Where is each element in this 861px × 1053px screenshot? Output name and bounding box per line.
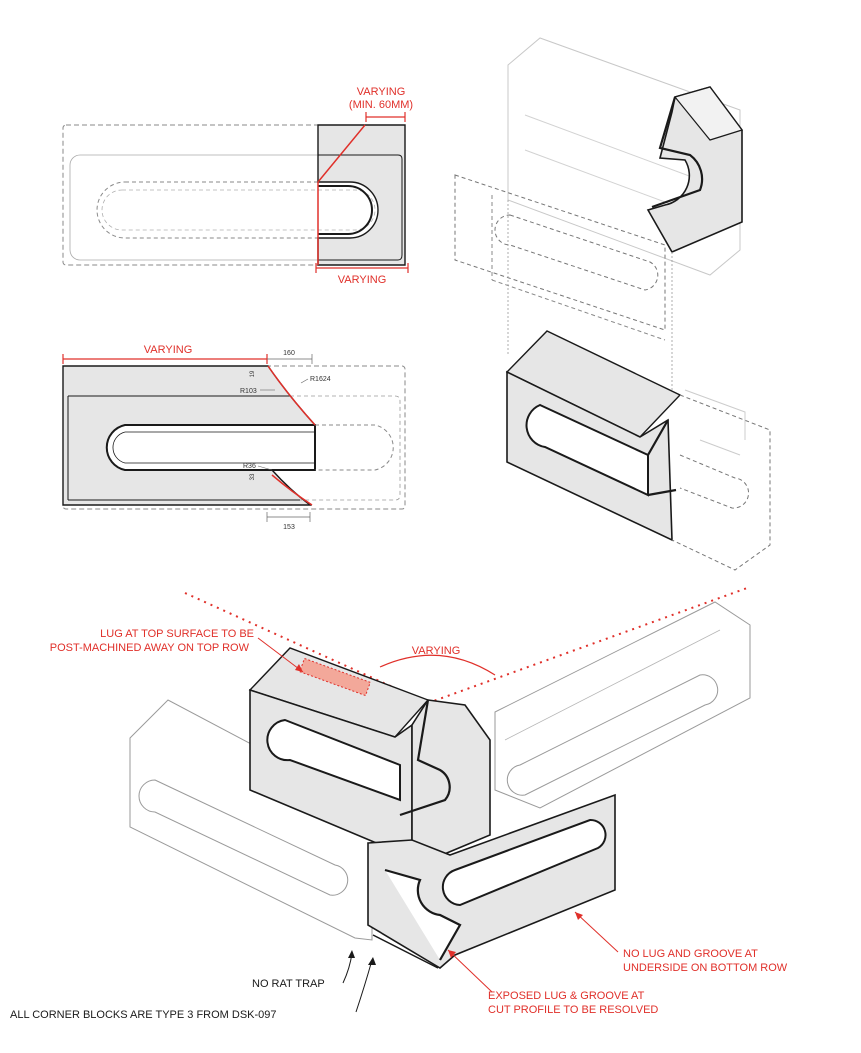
exposed-line1: EXPOSED LUG & GROOVE AT xyxy=(488,990,645,1002)
plan-top-ghost-slot-inner xyxy=(101,189,376,231)
axo-ghost-right-slot xyxy=(506,674,719,796)
dim-r36-label: R36 xyxy=(243,463,256,470)
plan-top-varying-min-label: VARYING xyxy=(357,86,406,98)
iso-dashed-block-bottom xyxy=(671,394,771,571)
plan-bottom-ghost-slot xyxy=(315,424,394,471)
axo-lower-block-edge xyxy=(372,934,439,969)
iso-bottom-piece-profile xyxy=(647,419,677,497)
axo-angle-line-left xyxy=(184,592,429,704)
iso-ghost-block-bottom xyxy=(684,389,746,456)
plan-top-cut-line-upper xyxy=(317,124,366,183)
plan-top-ghost-block xyxy=(62,124,406,266)
lug-note-arrowhead xyxy=(295,664,303,672)
axo-upper-block-right xyxy=(411,699,491,861)
dim-160-label: 160 xyxy=(283,350,295,357)
iso-exploded xyxy=(454,37,771,571)
axo-upper-block-slot xyxy=(266,718,401,802)
axo-lower-block-left-profile xyxy=(384,868,462,961)
r1624-leader xyxy=(300,378,309,384)
axo-upper-block-profile xyxy=(399,699,451,817)
iso-dashed-block-bottom-slot xyxy=(679,454,750,509)
plan-top-varying-label: VARYING xyxy=(338,274,387,286)
corner-blocks-label: ALL CORNER BLOCKS ARE TYPE 3 FROM DSK-09… xyxy=(10,1009,277,1021)
iso-dashed-block-top-slot xyxy=(494,214,659,291)
no-lug-leader xyxy=(574,911,619,953)
axo-lug-highlight xyxy=(299,657,371,697)
no-rat-trap-label: NO RAT TRAP xyxy=(252,978,325,990)
axo-angle-line-right xyxy=(427,586,751,704)
lug-note-leader xyxy=(257,637,304,673)
corner-blocks-leader xyxy=(355,959,373,1013)
no-lug-line2: UNDERSIDE ON BOTTOM ROW xyxy=(623,962,788,974)
lug-note-line2: POST-MACHINED AWAY ON TOP ROW xyxy=(50,642,250,654)
lug-note-line1: LUG AT TOP SURFACE TO BE xyxy=(100,628,254,640)
plan-bottom-cut-curve-upper xyxy=(267,365,316,426)
plan-top: VARYING (MIN. 60MM) VARYING xyxy=(62,86,413,286)
plan-bottom-varying-label: VARYING xyxy=(144,344,193,356)
dim-33-label: 33 xyxy=(250,473,256,480)
axo-varying-label: VARYING xyxy=(412,645,461,657)
no-lug-arrowhead xyxy=(575,912,583,920)
axo-corner: VARYING LUG AT TOP SURFACE TO BE POST-MA… xyxy=(10,586,788,1021)
corner-blocks-arrowhead xyxy=(368,957,376,965)
axo-varying-arc xyxy=(379,654,496,676)
plan-top-slot-solid xyxy=(318,185,373,235)
axo-ghost-left-block xyxy=(129,699,373,941)
axo-ghost-right-block xyxy=(494,601,751,809)
dim-r103-label: R103 xyxy=(240,388,257,395)
axo-ghost-left-slot xyxy=(138,779,349,896)
plan-bottom-ghost-inner xyxy=(290,395,401,501)
iso-bottom-piece-slot xyxy=(525,403,649,497)
exposed-arrowhead xyxy=(448,950,456,958)
exposed-leader xyxy=(447,949,493,993)
dim-19-label: 19 xyxy=(250,370,256,377)
no-lug-line1: NO LUG AND GROOVE AT xyxy=(623,948,758,960)
iso-dashed-block-top-edge xyxy=(491,195,666,341)
dim-r1624-label: R1624 xyxy=(310,376,331,383)
r36-leader xyxy=(257,465,273,471)
axo-ghost-right-inner xyxy=(504,629,721,741)
plan-top-cut-inner xyxy=(318,154,403,261)
exposed-line2: CUT PROFILE TO BE RESOLVED xyxy=(488,1004,658,1016)
iso-top-piece-profile xyxy=(651,96,704,209)
plan-bottom-slot xyxy=(105,424,316,471)
plan-bottom-cut-curve-lower xyxy=(271,474,313,506)
plan-bottom: VARYING 160 19 R1624 R103 R36 33 153 xyxy=(62,344,406,531)
axo-lower-block-slot xyxy=(441,818,607,907)
plan-top-varying-min-sub: (MIN. 60MM) xyxy=(349,99,413,111)
iso-dashed-block-top xyxy=(454,174,666,331)
iso-top-piece-top xyxy=(673,86,743,141)
dim-153-label: 153 xyxy=(283,524,295,531)
no-rat-trap-arrowhead xyxy=(348,950,355,958)
plan-bottom-slot-inner xyxy=(112,431,315,464)
plan-top-cut-block xyxy=(317,124,406,266)
